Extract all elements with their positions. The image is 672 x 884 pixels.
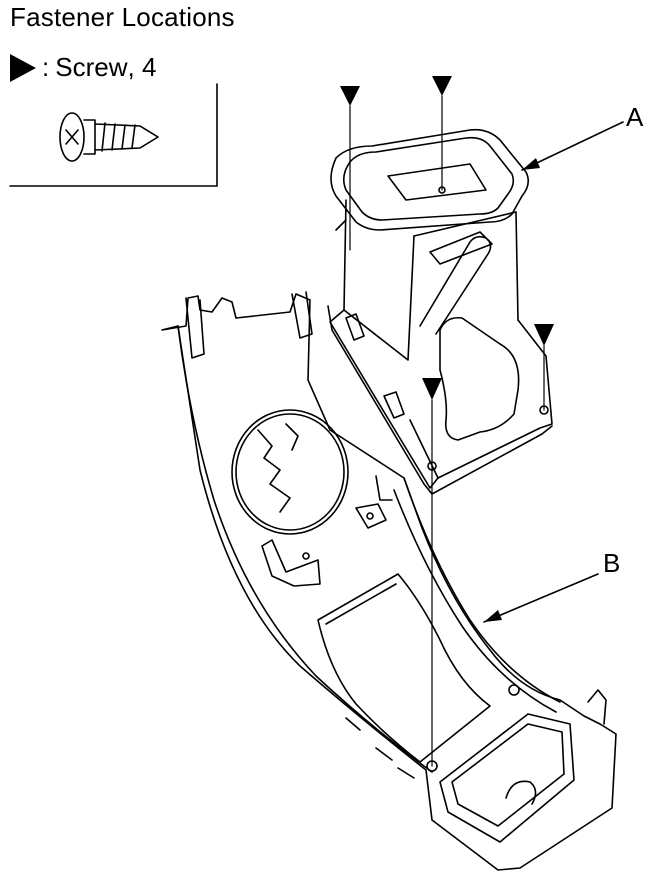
part-a-console-bezel (328, 130, 552, 494)
callout-a-leader (522, 122, 623, 170)
callout-a-label: A (626, 102, 644, 132)
part-b-console-panel (162, 292, 616, 870)
callout-b-arrowhead (484, 610, 502, 622)
legend-fastener-count: 4 (141, 52, 157, 82)
diagram-title: Fastener Locations (10, 2, 235, 32)
fastener-marker-icon (10, 53, 36, 82)
legend-box-frame (10, 84, 217, 186)
callout-b-leader (484, 574, 598, 622)
legend-separator: : (42, 52, 50, 82)
fastener-marker-icon (534, 324, 554, 346)
callout-b-label: B (603, 548, 621, 578)
legend-fastener-name: Screw (55, 52, 128, 82)
fastener-marker-icon (340, 86, 360, 106)
callout-a-arrowhead (522, 158, 540, 170)
fastener-marker-icon (432, 76, 452, 96)
screw-icon (60, 113, 158, 161)
fastener-marker-icon (422, 378, 442, 400)
fastener-legend: : Screw, 4 (10, 52, 156, 83)
